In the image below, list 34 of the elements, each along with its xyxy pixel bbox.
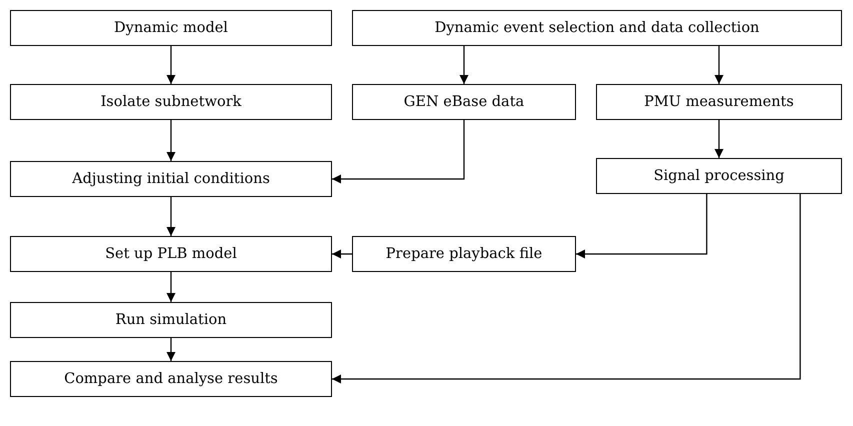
box-label: Dynamic event selection and data collection	[434, 20, 760, 36]
arrow	[576, 194, 708, 258]
box-label: Prepare playback file	[386, 246, 542, 262]
box-label: Isolate subnetwork	[100, 94, 242, 110]
arrow	[166, 338, 176, 361]
arrow	[166, 197, 176, 236]
process-box	[10, 361, 332, 397]
arrow	[166, 120, 176, 161]
box-label: GEN eBase data	[404, 94, 524, 110]
arrow	[332, 194, 801, 384]
box-label: Dynamic model	[114, 20, 228, 36]
arrow	[332, 120, 465, 184]
process-box	[10, 236, 332, 272]
box-label: Run simulation	[115, 312, 227, 328]
process-box	[352, 236, 576, 272]
process-box	[10, 84, 332, 120]
arrow	[332, 250, 352, 258]
process-box	[10, 302, 332, 338]
process-box	[352, 10, 842, 46]
arrow	[714, 120, 724, 158]
arrow	[166, 272, 176, 302]
arrow	[166, 46, 176, 84]
arrow	[460, 46, 468, 84]
box-label: Compare and analyse results	[64, 371, 278, 387]
process-box	[596, 84, 842, 120]
process-box	[352, 84, 576, 120]
process-box	[10, 10, 332, 46]
box-label: Set up PLB model	[105, 246, 237, 262]
box-label: PMU measurements	[644, 94, 794, 110]
process-box	[10, 161, 332, 197]
box-label: Signal processing	[654, 168, 784, 184]
arrow	[714, 46, 724, 84]
process-box	[596, 158, 842, 194]
box-label: Adjusting initial conditions	[72, 171, 270, 187]
